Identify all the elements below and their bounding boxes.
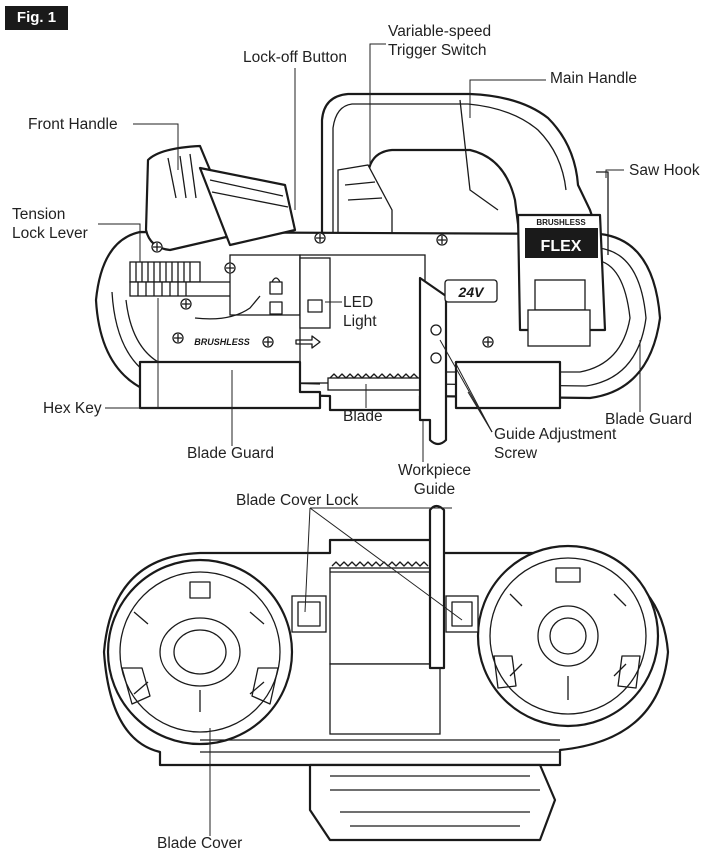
label-blade-cover: Blade Cover [157,835,243,852]
label-led-light: LED Light [343,293,377,331]
label-lock-off-button: Lock-off Button [243,49,347,66]
figure-label: Fig. 1 [5,6,68,30]
blade-cover-left-wheel [106,558,294,746]
label-front-handle: Front Handle [28,116,118,133]
label-blade: Blade [343,408,383,425]
voltage-badge: 24V [458,284,486,300]
label-led-light-line2: Light [343,313,377,330]
blade-cover-right-wheel [476,544,660,728]
label-guide-adjustment-screw-line1: Guide Adjustment [494,426,617,443]
leader-lines-top [98,43,641,462]
label-tension-lock-lever-line1: Tension [12,206,66,223]
saw-hook [596,171,609,255]
label-workpiece-guide-line1: Workpiece [398,462,471,479]
led-light-window [299,257,331,329]
label-variable-speed-trigger-line1: Variable-speed [388,23,492,40]
trigger-switch [337,164,393,236]
label-blade-guard-right: Blade Guard [605,411,693,428]
label-guide-adjustment-screw-line2: Screw [494,445,538,462]
label-variable-speed-trigger: Variable-speed Trigger Switch [388,22,491,60]
label-variable-speed-trigger-line2: Trigger Switch [388,42,487,59]
label-guide-adjustment-screw: Guide Adjustment Screw [494,425,616,463]
label-workpiece-guide-line2: Guide [413,481,456,498]
label-workpiece-guide: Workpiece Guide [398,461,471,499]
label-hex-key: Hex Key [43,400,102,417]
saw-cover-view [102,504,670,842]
handle-bottom-view [308,763,557,842]
label-main-handle: Main Handle [550,70,638,87]
label-blade-guard-left: Blade Guard [187,445,275,462]
label-blade-cover-lock: Blade Cover Lock [236,492,359,509]
label-tension-lock-lever: Tension Lock Lever [12,205,88,243]
saw-side-view: 24V FLEX BRUSHLESS BRUSHLESS [94,92,662,446]
main-handle [320,92,602,242]
leader-lines-bottom [209,507,463,836]
blade [327,377,421,391]
brushless-top-marking: BRUSHLESS [536,218,586,227]
brand-logo: FLEX [541,238,582,255]
brushless-side-marking: BRUSHLESS [194,337,250,347]
label-led-light-line1: LED [343,294,374,311]
label-tension-lock-lever-line2: Lock Lever [12,225,88,242]
label-saw-hook: Saw Hook [629,162,700,179]
